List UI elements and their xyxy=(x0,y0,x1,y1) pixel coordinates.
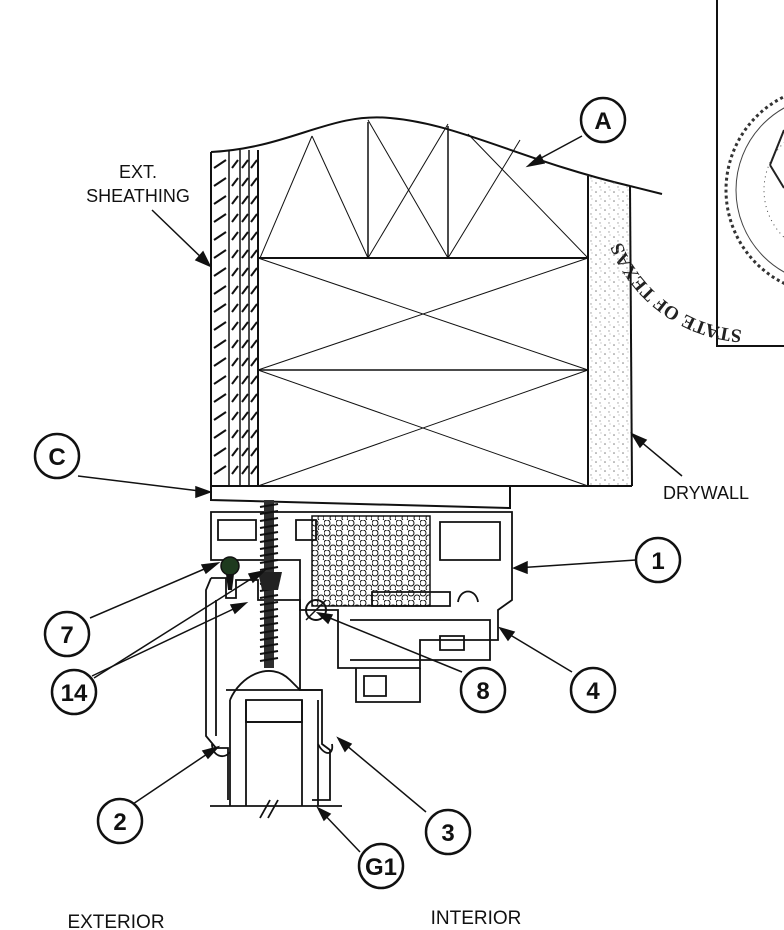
anchor-screw xyxy=(258,500,282,668)
label-interior: INTERIOR xyxy=(431,908,522,929)
glazing-seal xyxy=(305,599,327,621)
leader-lines xyxy=(77,135,683,853)
callout-14: 14 xyxy=(50,668,98,716)
engineer-seal: STATE OF TEXAS xyxy=(607,0,784,347)
label-drywall: DRYWALL xyxy=(663,483,749,503)
callout-8: 8 xyxy=(459,666,507,714)
svg-text:G1: G1 xyxy=(365,854,397,881)
svg-text:C: C xyxy=(48,444,65,471)
callout-3: 3 xyxy=(424,808,472,856)
sill-shim xyxy=(210,485,511,510)
callout-g1: G1 xyxy=(357,842,405,890)
callout-c: C xyxy=(33,432,81,480)
drywall-layer xyxy=(588,176,633,487)
svg-text:8: 8 xyxy=(476,678,489,705)
label-ext-sheathing-line1: EXT. xyxy=(119,162,157,182)
weatherstrip-bulb xyxy=(220,556,240,590)
callout-2: 2 xyxy=(96,797,144,845)
glass-unit xyxy=(210,699,342,819)
callout-a: A xyxy=(579,96,627,144)
window-frame-profile xyxy=(210,511,513,703)
svg-text:4: 4 xyxy=(586,678,600,705)
svg-text:7: 7 xyxy=(60,622,73,649)
label-ext-sheathing-line2: SHEATHING xyxy=(86,186,190,206)
svg-text:3: 3 xyxy=(441,820,454,847)
svg-text:1: 1 xyxy=(651,548,664,575)
label-exterior: EXTERIOR xyxy=(67,912,164,930)
sash-profile xyxy=(205,577,334,801)
callout-4: 4 xyxy=(569,666,617,714)
callout-7: 7 xyxy=(43,610,91,658)
callout-1: 1 xyxy=(634,536,682,584)
exterior-sheathing xyxy=(210,150,259,486)
svg-text:A: A xyxy=(594,108,611,135)
svg-text:14: 14 xyxy=(61,680,88,707)
svg-text:2: 2 xyxy=(113,809,126,836)
